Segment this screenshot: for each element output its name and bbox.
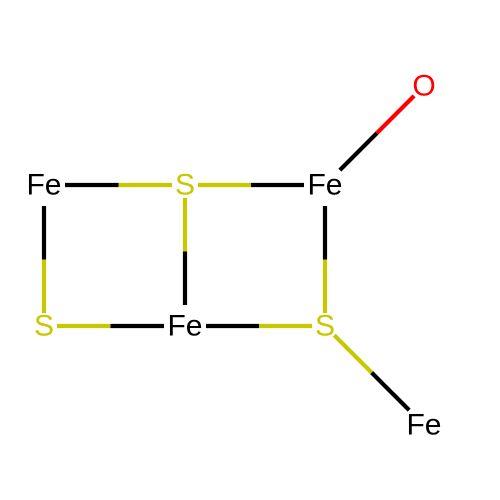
atom-s1: S	[175, 169, 195, 202]
atom-s3: S	[315, 310, 335, 343]
bond-s3-fe4-b	[370, 371, 411, 412]
bond-fe2-o1-b	[375, 94, 416, 135]
atom-fe4: Fe	[406, 409, 441, 442]
bond-s3-fe4-a	[332, 333, 374, 375]
atom-fe3: Fe	[167, 310, 202, 343]
atom-s2: S	[34, 310, 54, 343]
atoms-layer: Fe S Fe O S Fe S Fe	[26, 70, 441, 442]
bond-fe2-o1-a	[338, 131, 379, 172]
bonds-layer	[41, 94, 416, 412]
atom-o1: O	[412, 70, 435, 103]
atom-fe2: Fe	[307, 169, 342, 202]
atom-fe1: Fe	[26, 169, 61, 202]
